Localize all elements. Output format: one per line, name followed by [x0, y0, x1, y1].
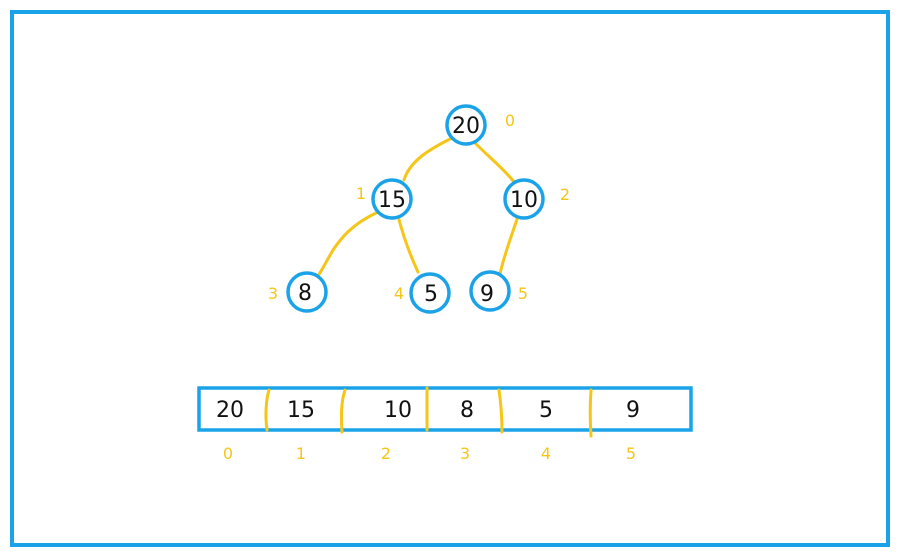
node-value: 8: [298, 281, 312, 306]
node-value: 10: [510, 188, 538, 213]
node-value: 15: [378, 188, 406, 213]
edge-0-2: [473, 141, 516, 184]
edge-1-3: [316, 210, 380, 278]
heap-array: 20 15 10 8 5 9 0 1 2 3 4 5: [197, 386, 693, 463]
array-dividers: [264, 386, 593, 438]
array-cell-value: 8: [460, 398, 474, 423]
edge-0-1: [402, 136, 454, 182]
array-cell-index: 3: [460, 444, 470, 463]
array-cell-value: 15: [287, 398, 315, 423]
node-index: 5: [518, 284, 528, 303]
node-value: 9: [480, 282, 494, 307]
tree-node: 15 1: [356, 178, 413, 220]
array-cell-index: 4: [541, 444, 551, 463]
edge-1-4: [396, 214, 420, 274]
array-cell-value: 5: [539, 398, 553, 423]
tree-node: 9 5: [469, 270, 528, 312]
array-cell-value: 20: [216, 398, 244, 423]
node-index: 3: [268, 284, 278, 303]
node-index: 0: [505, 111, 515, 130]
array-cell-index: 2: [381, 444, 391, 463]
array-cell-index: 5: [626, 444, 636, 463]
node-index: 2: [560, 185, 570, 204]
tree-node: 10 2: [503, 178, 570, 220]
node-index: 1: [356, 184, 366, 203]
node-value: 5: [424, 282, 438, 307]
tree-nodes: 20 0 15 1 10 2 8 3 5 4 9 5: [268, 104, 570, 314]
array-cell-index: 0: [223, 444, 233, 463]
array-cell-value: 9: [626, 398, 640, 423]
tree-node: 5 4: [394, 272, 451, 314]
tree-edges: [316, 136, 520, 278]
array-cell-index: 1: [296, 444, 306, 463]
node-value: 20: [452, 114, 480, 139]
array-cell-value: 10: [384, 398, 412, 423]
edge-2-5: [498, 214, 520, 276]
tree-node: 20 0: [445, 104, 515, 146]
tree-node: 8 3: [268, 271, 328, 313]
diagram-frame: [10, 10, 890, 547]
node-index: 4: [394, 284, 404, 303]
